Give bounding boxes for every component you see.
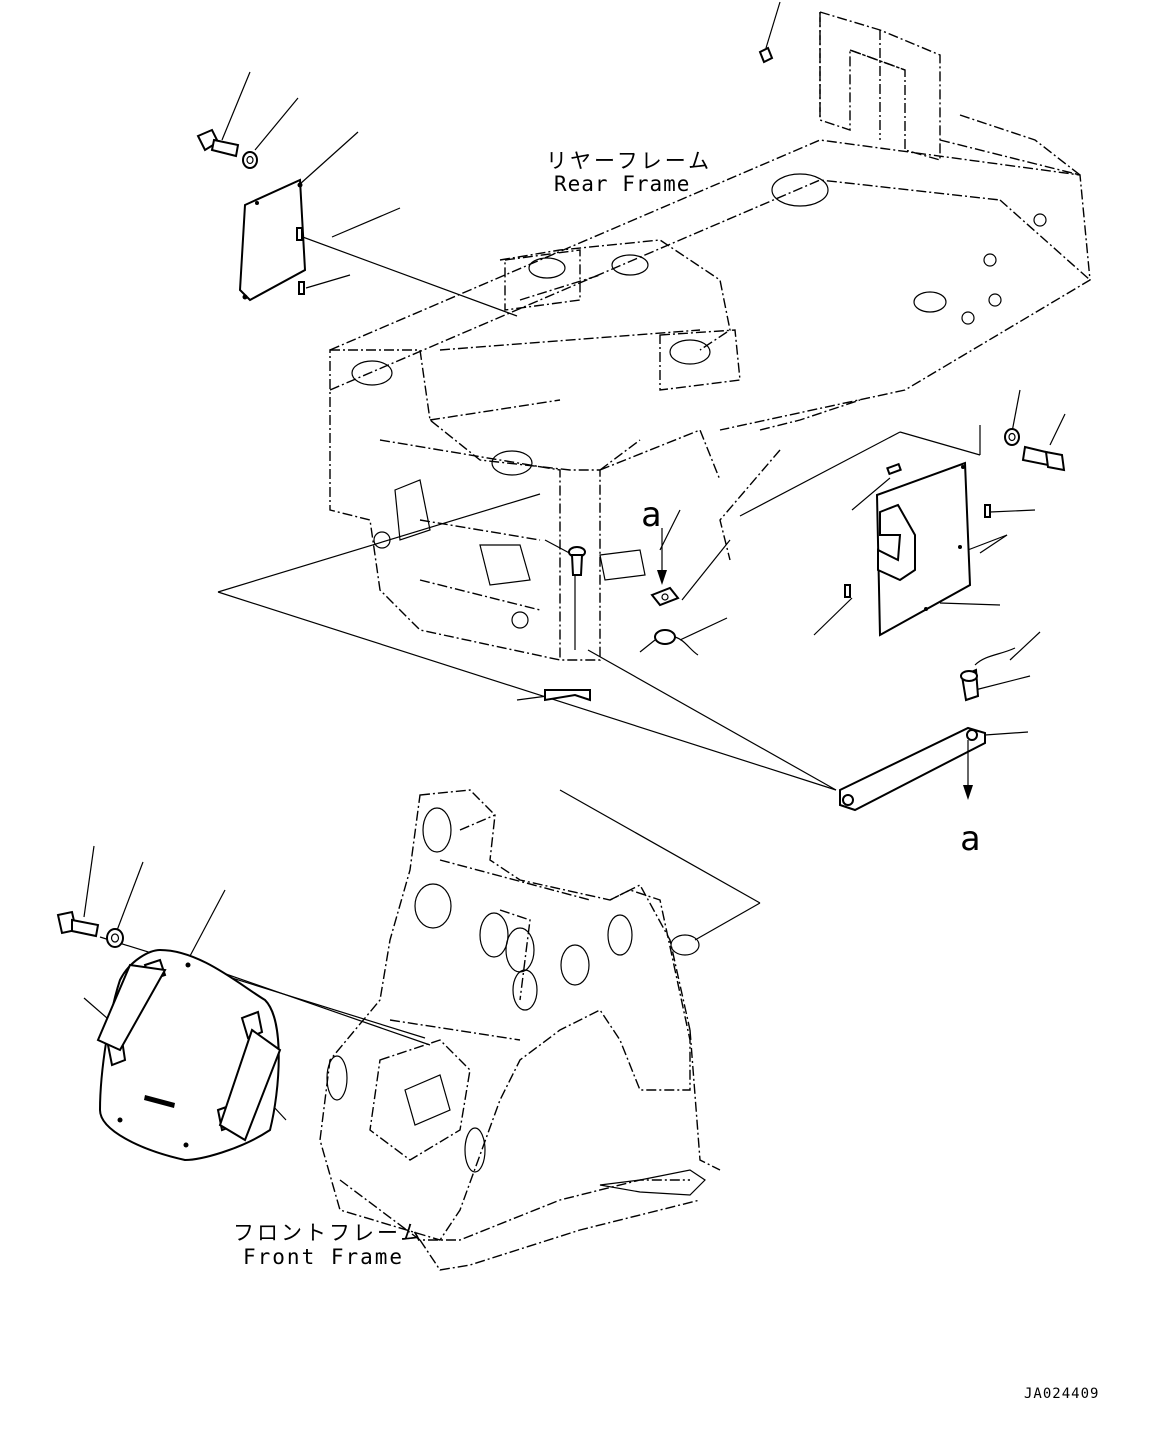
rear-frame xyxy=(329,11,1091,661)
rear-frame-label-jp: リヤーフレーム xyxy=(546,149,712,173)
arrow-a-top xyxy=(657,528,667,585)
washer-right xyxy=(1004,428,1020,446)
cover-plate-front xyxy=(96,948,282,1162)
drawing-id: JA024409 xyxy=(1024,1386,1099,1402)
front-frame xyxy=(319,789,721,1271)
rear-frame-label-en: Rear Frame xyxy=(554,172,690,196)
front-frame-label-en: Front Frame xyxy=(243,1245,404,1269)
arrow-a-bottom xyxy=(963,740,973,800)
lock-bar xyxy=(839,726,986,812)
bolt-right xyxy=(1021,445,1066,472)
cover-plate-top-left xyxy=(238,178,307,302)
reference-a-bottom: a xyxy=(960,819,980,859)
washer-front xyxy=(106,928,124,948)
bolt-top-left xyxy=(196,128,240,158)
cover-plate-right xyxy=(844,461,991,637)
reference-a-top: a xyxy=(641,495,661,535)
pin-clip-center xyxy=(639,629,699,656)
washer-top-left xyxy=(242,151,258,169)
leader-lines xyxy=(83,1,1066,1121)
lock-pin-right xyxy=(960,647,1016,702)
bracket-center xyxy=(650,586,680,607)
stand-base xyxy=(544,689,591,702)
grease-fitting-top xyxy=(758,46,774,64)
lock-pin-center xyxy=(568,546,586,576)
front-frame-label-jp: フロントフレーム xyxy=(233,1221,424,1245)
bolt-front xyxy=(56,910,100,938)
